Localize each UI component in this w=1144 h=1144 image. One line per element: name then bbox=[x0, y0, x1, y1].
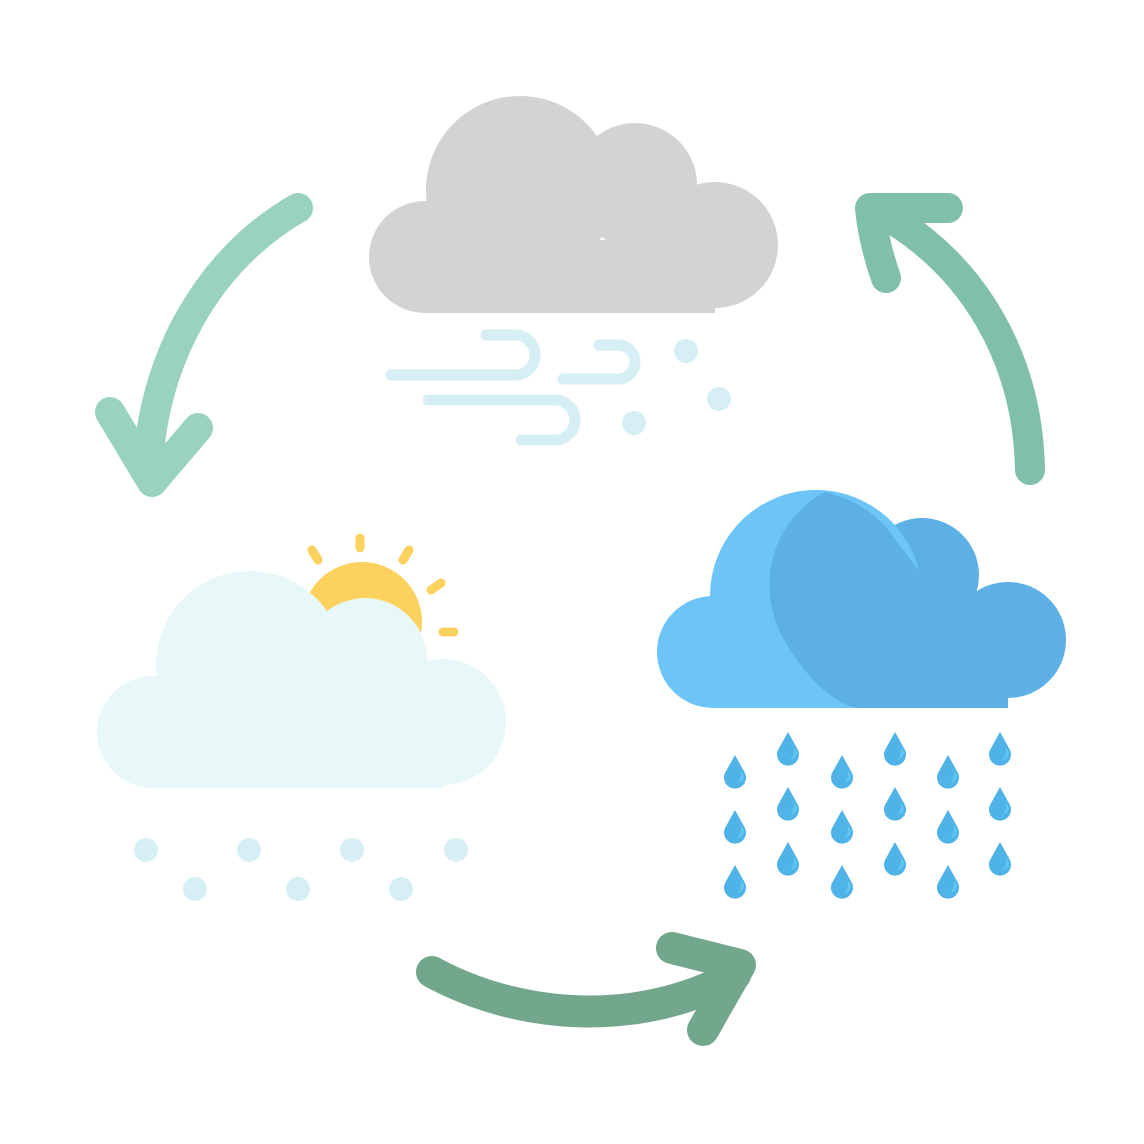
raindrop-icon bbox=[884, 842, 906, 876]
raindrop-icon bbox=[831, 865, 853, 899]
raindrop-icon bbox=[937, 810, 959, 844]
raindrop-icon bbox=[989, 842, 1011, 876]
raindrop-icon bbox=[777, 842, 799, 876]
sun-cloud-icon bbox=[97, 533, 506, 901]
windy-cloud-icon bbox=[369, 96, 778, 446]
raindrops bbox=[724, 732, 1011, 899]
raindrop-icon bbox=[884, 732, 906, 766]
raindrop-icon bbox=[884, 787, 906, 821]
raindrop-icon bbox=[937, 865, 959, 899]
raindrop-icon bbox=[724, 810, 746, 844]
raindrop-icon bbox=[937, 755, 959, 789]
raindrop-icon bbox=[831, 755, 853, 789]
rain-cloud-icon bbox=[657, 490, 1066, 899]
raindrop-icon bbox=[989, 787, 1011, 821]
raindrop-icon bbox=[724, 865, 746, 899]
arrow-sunny-to-rain bbox=[416, 932, 756, 1046]
raindrop-icon bbox=[777, 732, 799, 766]
arrow-rain-to-windy bbox=[855, 193, 1045, 485]
raindrop-icon bbox=[777, 787, 799, 821]
arrow-windy-to-sunny bbox=[95, 193, 313, 497]
raindrop-icon bbox=[989, 732, 1011, 766]
raindrop-icon bbox=[831, 810, 853, 844]
raindrop-icon bbox=[724, 755, 746, 789]
